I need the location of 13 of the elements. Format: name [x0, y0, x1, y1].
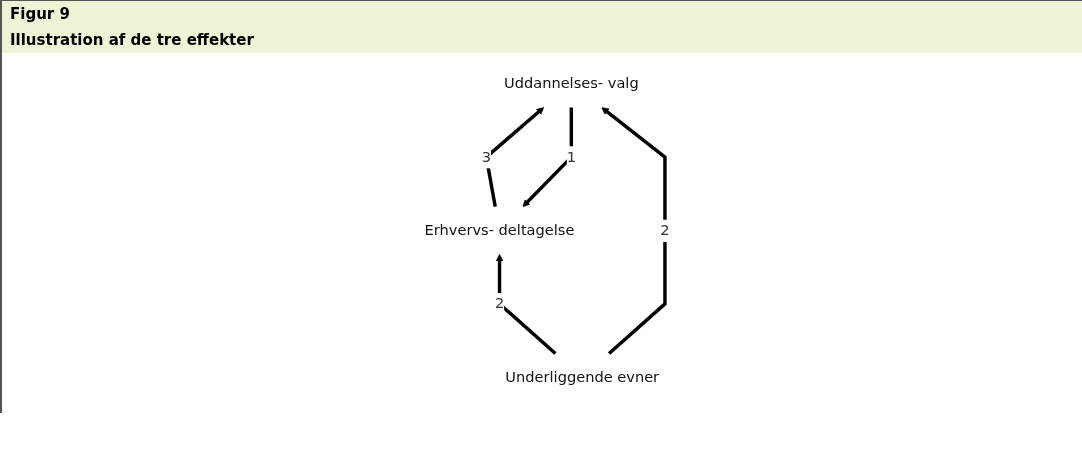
arrow — [495, 254, 557, 355]
edge-label: 3 — [481, 147, 492, 166]
figure-title: Figur 9 — [0, 0, 1082, 27]
edge-label: 1 — [566, 147, 577, 166]
arrow — [522, 107, 574, 207]
figure-caption: Illustration af de tre effekter — [0, 27, 1082, 53]
edge-label: 2 — [495, 294, 505, 312]
edge-label: 2 — [660, 221, 670, 239]
arrow — [601, 107, 667, 355]
node-text: Uddannelses- valg — [504, 74, 639, 92]
arrow — [484, 107, 545, 207]
node-text: Erhvervs- deltagelse — [424, 221, 575, 239]
node-text: Underliggende evner — [505, 368, 660, 386]
